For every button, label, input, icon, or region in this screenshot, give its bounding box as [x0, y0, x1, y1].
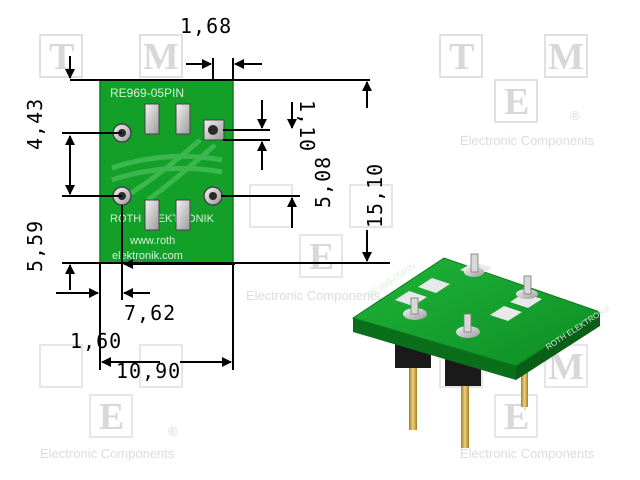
watermark-letter-e: E: [99, 396, 124, 438]
pin-gold: [521, 355, 528, 407]
watermark-tagline: Electronic Components: [460, 446, 595, 461]
watermark-letter-t: T: [449, 36, 474, 78]
dimension-lines: [56, 56, 390, 370]
watermark-bottom-right: M E Electronic Components: [439, 344, 595, 461]
pcb-part-label: RE969-05PIN: [110, 86, 184, 100]
through-hole-pin-hole: [208, 125, 218, 135]
pcb-maker-label: ROTH ELEKTRONIK: [110, 213, 215, 225]
pcb-3d-top: [351, 257, 602, 367]
smd-pad: [175, 103, 191, 135]
dim-board-width: 10,90: [116, 359, 181, 383]
dim-pin-pitch-h: 7,62: [124, 301, 176, 325]
dim-pin-pitch-v: 5,08: [311, 156, 335, 208]
watermark-bottom-left: E Electronic Components ®: [39, 344, 183, 461]
dimension-labels: 1,68 4,43 5,59 1,10 5,08 15,10 7,62 1,60…: [23, 14, 387, 383]
watermark-letter-m: M: [548, 36, 584, 78]
smd-pad: [144, 103, 160, 135]
dim-board-height: 15,10: [363, 163, 387, 228]
watermark-letter-e: E: [504, 81, 529, 123]
watermark-top-right: T M E Electronic Components ®: [439, 34, 595, 148]
smd-pad: [418, 278, 450, 293]
watermark-letter-m: M: [143, 36, 179, 78]
through-hole-pin-hole: [209, 192, 217, 200]
watermark-tagline: Electronic Components: [40, 446, 175, 461]
dim-pad-height: 1,10: [295, 100, 319, 152]
watermark-letter-e: E: [309, 236, 334, 278]
watermark-registered: ®: [570, 108, 580, 123]
dim-edge-offset: 1,60: [70, 329, 122, 353]
pin-gold: [409, 360, 417, 430]
pcb-logo-swoosh: [111, 138, 223, 203]
pcb-edge-front: [353, 318, 516, 380]
pcb-3d-view: RE969-05PIN ROTH ELEKTRONIK: [351, 253, 613, 448]
watermark-registered: ®: [168, 424, 178, 439]
pcb-top-view: RE969-05PIN ROTH ELEKTRONIK www.roth ele…: [99, 79, 234, 264]
smd-pad: [175, 199, 191, 231]
smd-pad: [144, 199, 160, 231]
watermark-tagline: Electronic Components: [246, 288, 381, 303]
watermark-tagline: Electronic Components: [460, 133, 595, 148]
dim-bottom-offset: 5,59: [23, 220, 47, 272]
pcb-edge-side: [516, 312, 600, 380]
pin-gold: [461, 378, 469, 448]
watermark-top-left: T M: [39, 34, 183, 78]
dim-pin-width: 1,68: [180, 14, 232, 38]
dim-top-offset: 4,43: [23, 98, 47, 150]
smd-pad: [490, 306, 522, 321]
pcb-url-line1: www.roth: [129, 235, 175, 247]
